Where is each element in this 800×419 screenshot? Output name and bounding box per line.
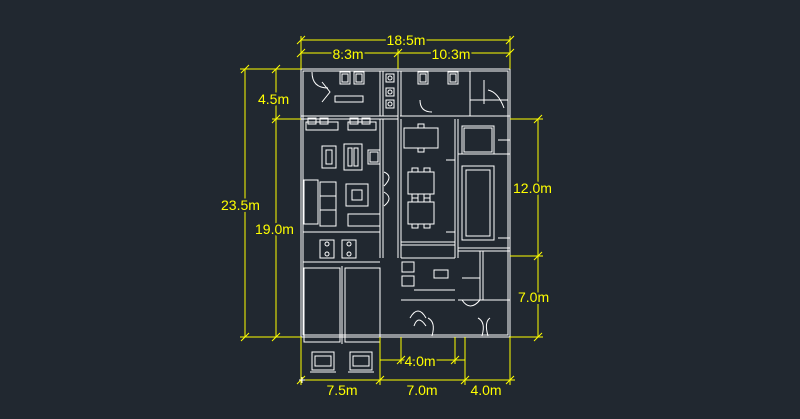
garage-bay-right <box>344 267 381 343</box>
vehicle-icon <box>311 351 335 371</box>
exterior-walls <box>300 68 511 338</box>
toilet-fixture <box>417 71 429 85</box>
dim-right-lower-height: 7.0m <box>518 289 549 305</box>
dining-table <box>407 201 435 225</box>
dim-lower-height: 19.0m <box>255 221 294 237</box>
crosshair-cursor-icon <box>299 377 305 383</box>
dim-bottom-left-width: 7.5m <box>326 382 357 398</box>
toilet-fixture <box>353 71 365 85</box>
dim-bottom-center-width: 7.0m <box>406 382 437 398</box>
office-rooms <box>458 125 510 337</box>
center-rooms <box>401 119 459 337</box>
dining-table <box>407 171 435 195</box>
dim-bottom-mid-width: 4.0m <box>404 353 435 369</box>
garage-bay-left <box>303 267 341 343</box>
meeting-table <box>403 127 439 149</box>
dim-overall-width: 18.5m <box>387 32 426 48</box>
dim-top-strip-height: 4.5m <box>258 91 289 107</box>
service-block <box>303 116 402 263</box>
dim-top-left-width: 8.3m <box>332 46 363 62</box>
toilet-fixture <box>339 71 351 85</box>
conference-table <box>461 165 495 241</box>
floor-plan <box>300 68 511 373</box>
toilet-fixture <box>447 71 459 85</box>
vehicle-icon <box>349 351 373 371</box>
dim-right-upper-height: 12.0m <box>513 180 552 196</box>
dim-top-right-width: 10.3m <box>432 46 471 62</box>
garage-bays <box>303 266 381 373</box>
dimension-lines <box>240 35 543 385</box>
counter <box>334 95 364 103</box>
top-strip-rooms <box>301 71 510 120</box>
dim-bottom-right-width: 4.0m <box>470 382 501 398</box>
office-desk <box>461 125 495 155</box>
dim-overall-height: 23.5m <box>221 197 260 213</box>
